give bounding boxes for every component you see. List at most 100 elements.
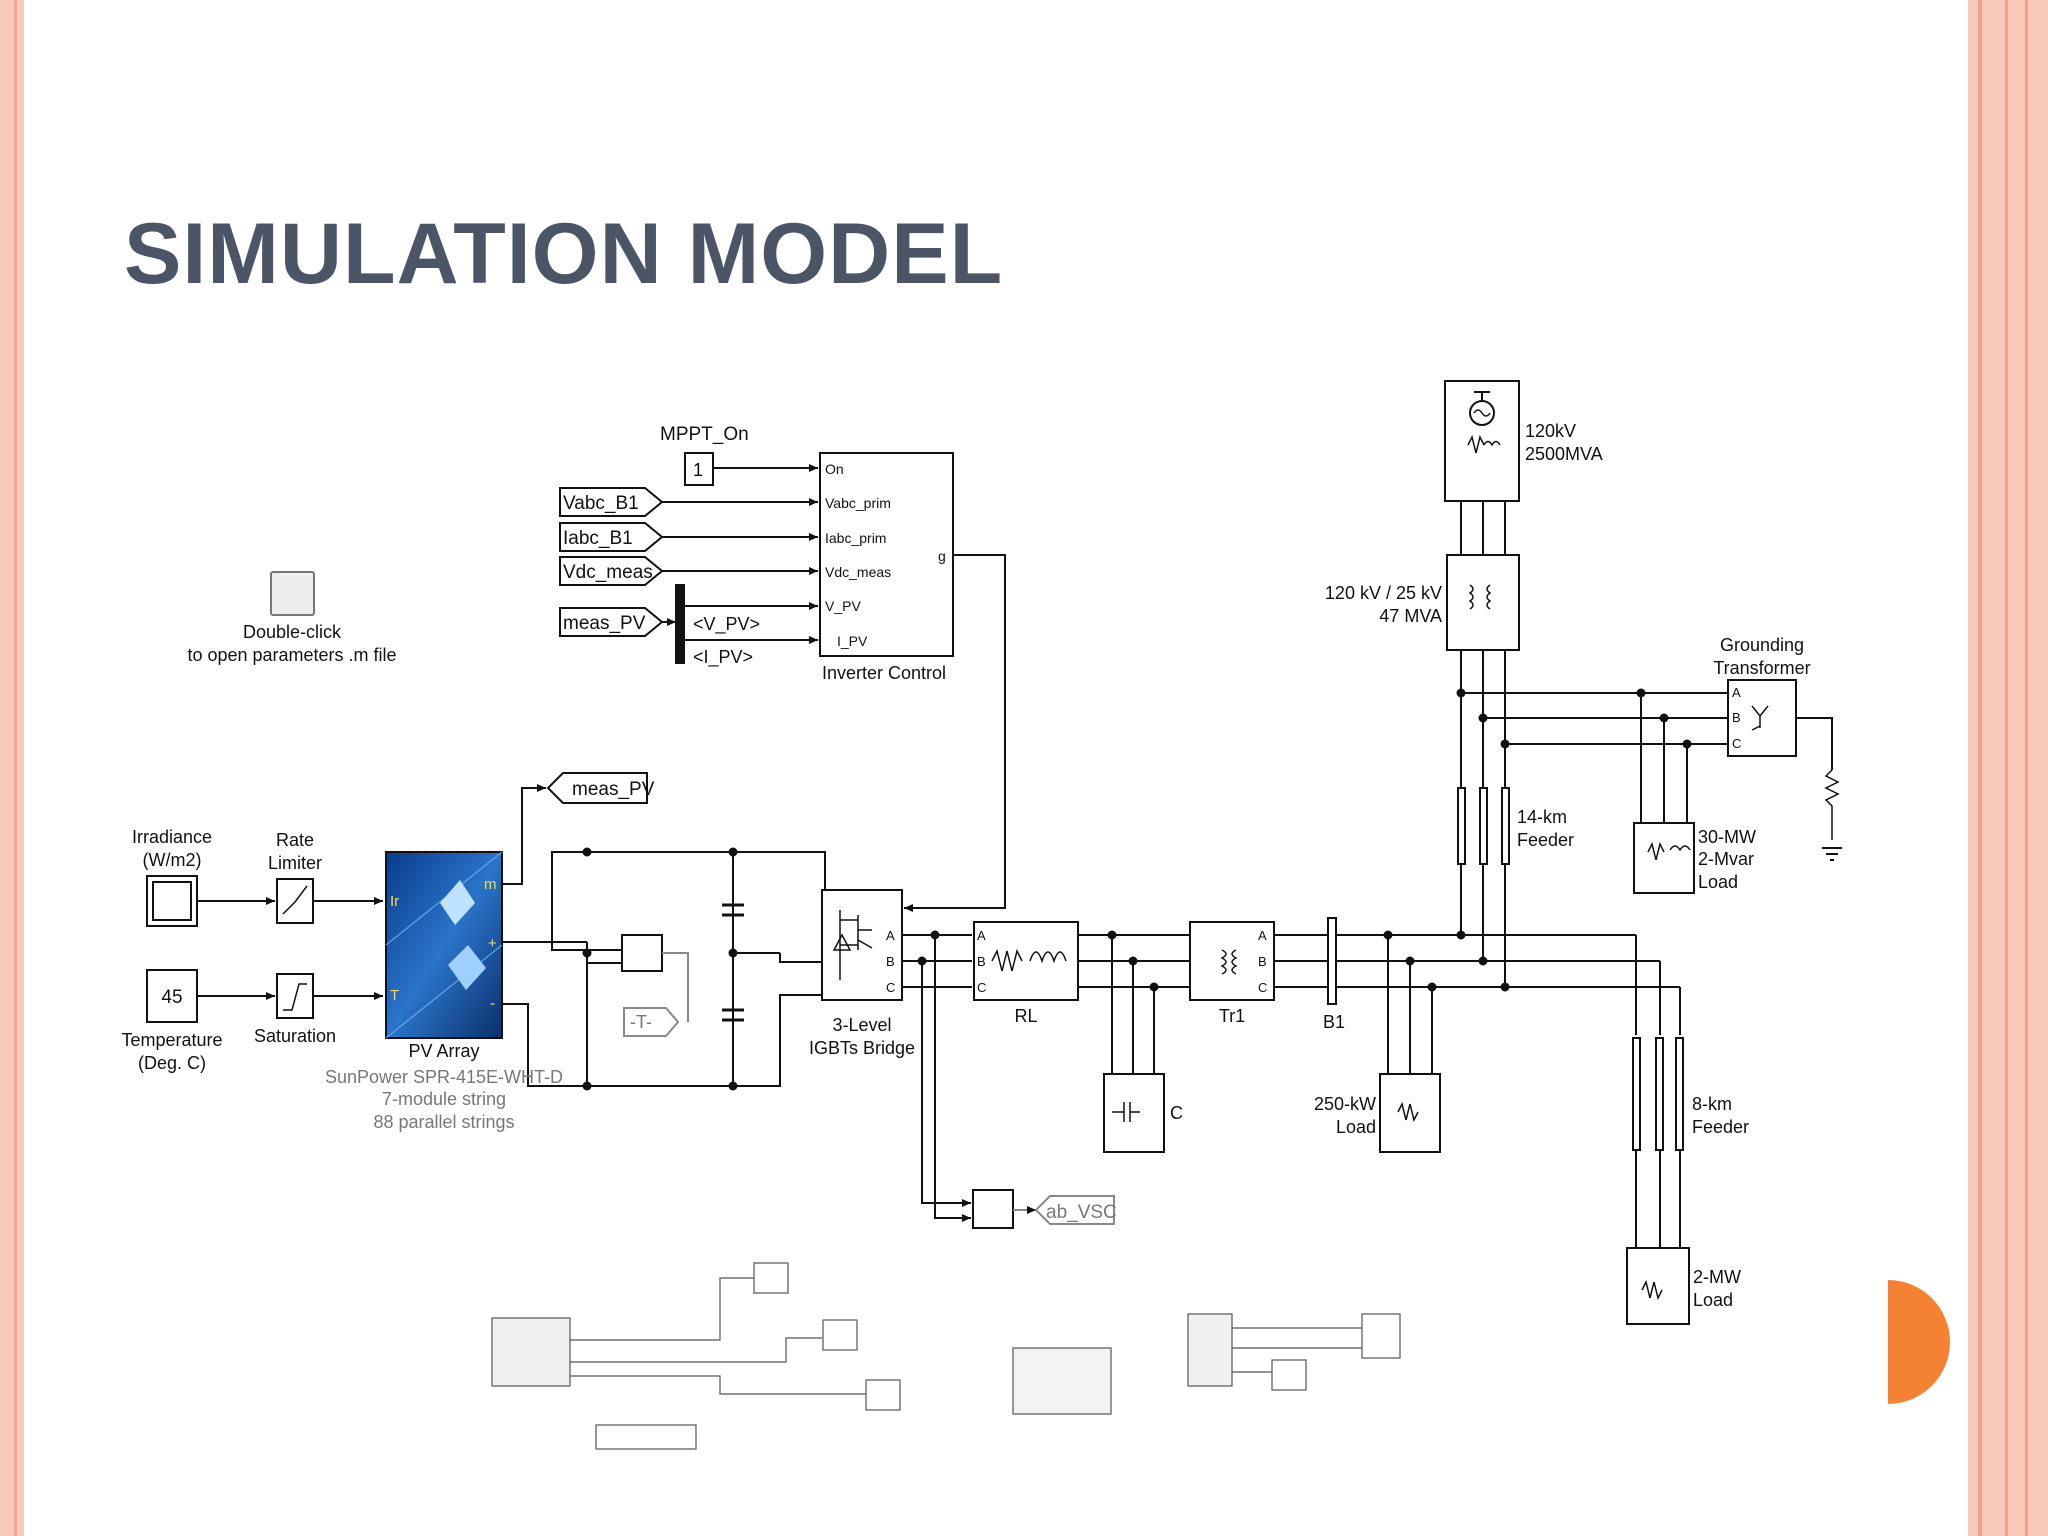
tr1-port-a: A bbox=[1258, 928, 1267, 943]
inverter-port-vpv: V_PV bbox=[825, 598, 861, 614]
irradiance-block[interactable] bbox=[146, 875, 198, 927]
slide-border-right-line bbox=[1978, 0, 1982, 1536]
igbt-label-1: 3-Level bbox=[832, 1015, 891, 1035]
temperature-block[interactable] bbox=[146, 969, 198, 1023]
voltage-scope[interactable] bbox=[753, 1262, 789, 1294]
pq-scope[interactable] bbox=[1271, 1359, 1307, 1391]
inverter-port-vdc: Vdc_meas bbox=[825, 564, 891, 580]
b1-label: B1 bbox=[1323, 1012, 1345, 1032]
vsc-goto-label: ab_VSC bbox=[1046, 1202, 1117, 1223]
igbt-bridge-block[interactable] bbox=[821, 889, 903, 1001]
meas-pv-goto-label: meas_PV bbox=[572, 779, 655, 800]
load-30mw-block[interactable] bbox=[1633, 822, 1695, 894]
iabc-tag[interactable] bbox=[559, 522, 664, 552]
igbt-label-2: IGBTs Bridge bbox=[809, 1038, 915, 1058]
feeder-14km-line[interactable] bbox=[1479, 787, 1488, 865]
feeder-8km-line[interactable] bbox=[1632, 1037, 1641, 1151]
vab-scope[interactable] bbox=[1361, 1313, 1401, 1359]
vdc-tag-label: Vdc_meas bbox=[563, 562, 653, 583]
rl-port-b: B bbox=[977, 954, 986, 969]
inverter-port-iabc: Iabc_prim bbox=[825, 530, 886, 546]
rl-port-a: A bbox=[977, 928, 986, 943]
double-click-scope-block[interactable] bbox=[1012, 1347, 1112, 1415]
load-250kw-block[interactable] bbox=[1379, 1073, 1441, 1153]
bus-selector[interactable] bbox=[675, 584, 685, 664]
feeder-8km-label-1: 8-km bbox=[1692, 1094, 1732, 1114]
tr1-port-c: C bbox=[1258, 980, 1267, 995]
pv-port-minus: - bbox=[490, 995, 495, 1012]
v-pv-scope[interactable] bbox=[822, 1319, 858, 1351]
feeder-14km-line[interactable] bbox=[1501, 787, 1510, 865]
meas-block[interactable] bbox=[1187, 1313, 1233, 1387]
pv-array-strings: 88 parallel strings bbox=[373, 1112, 514, 1132]
feeder-14km-label-2: Feeder bbox=[1517, 830, 1574, 850]
rl-block[interactable] bbox=[973, 921, 1079, 1001]
grounding-transformer-block[interactable] bbox=[1727, 679, 1797, 757]
vabc-tag[interactable] bbox=[559, 487, 664, 517]
meas-pv-from-tag[interactable] bbox=[559, 607, 664, 637]
pv-port-t: T bbox=[390, 987, 399, 1004]
load-250kw-label-1: 250-kW bbox=[1314, 1094, 1376, 1114]
inverter-control-block[interactable] bbox=[819, 452, 954, 657]
parameters-button[interactable] bbox=[270, 571, 315, 616]
vdc-tag[interactable] bbox=[559, 556, 664, 586]
mppt-value: 1 bbox=[693, 460, 703, 480]
load-30mw-label-1: 30-MW bbox=[1698, 827, 1756, 847]
rl-port-c: C bbox=[977, 980, 986, 995]
mppt-constant-block[interactable] bbox=[684, 452, 714, 486]
pv-array-label: PV Array bbox=[408, 1041, 479, 1061]
dc-voltage-sensor[interactable] bbox=[621, 934, 663, 972]
iabc-tag-label: Iabc_B1 bbox=[563, 528, 633, 549]
feeder-8km-line[interactable] bbox=[1675, 1037, 1684, 1151]
source-label-2: 2500MVA bbox=[1525, 444, 1603, 464]
feeder-14km-line[interactable] bbox=[1457, 787, 1466, 865]
source-label-1: 120kV bbox=[1525, 421, 1576, 441]
pv-measurement-block[interactable] bbox=[491, 1317, 571, 1387]
grounding-label-2: Transformer bbox=[1713, 658, 1810, 678]
parameters-caption-2: to open parameters .m file bbox=[187, 645, 396, 665]
rate-limiter-label-2: Limiter bbox=[268, 853, 322, 873]
bus-i-pv-label: <I_PV> bbox=[693, 647, 753, 668]
temperature-value: 45 bbox=[161, 987, 182, 1008]
xfmr-label-2: 47 MVA bbox=[1379, 606, 1442, 626]
t-goto-tag[interactable] bbox=[623, 1007, 680, 1037]
p-pv-scope[interactable] bbox=[865, 1379, 901, 1411]
igbt-port-a: A bbox=[886, 928, 895, 943]
grounding-label-1: Grounding bbox=[1720, 635, 1804, 655]
feeder-14km-label-1: 14-km bbox=[1517, 807, 1567, 827]
load-2mw-label-2: Load bbox=[1693, 1290, 1733, 1310]
b1-bus[interactable] bbox=[1327, 917, 1337, 1005]
bus-v-pv-label: <V_PV> bbox=[693, 614, 760, 635]
powergui-block[interactable] bbox=[595, 1424, 697, 1450]
tr1-label: Tr1 bbox=[1219, 1006, 1245, 1026]
igbt-port-b: B bbox=[886, 954, 895, 969]
vsc-goto-tag[interactable] bbox=[1034, 1195, 1115, 1225]
saturation-label: Saturation bbox=[254, 1026, 336, 1046]
gt-port-b: B bbox=[1732, 710, 1741, 725]
capacitor-c-block[interactable] bbox=[1103, 1073, 1165, 1153]
slide-border-right-line bbox=[2005, 0, 2008, 1536]
substation-transformer-block[interactable] bbox=[1446, 554, 1520, 651]
igbt-port-c: C bbox=[886, 980, 895, 995]
ac-voltage-sensor[interactable] bbox=[972, 1189, 1014, 1229]
pv-array-modules: 7-module string bbox=[382, 1089, 506, 1109]
meas-pv-goto-tag[interactable] bbox=[546, 772, 648, 804]
feeder-8km-line[interactable] bbox=[1655, 1037, 1664, 1151]
load-30mw-label-2: 2-Mvar bbox=[1698, 849, 1754, 869]
feeder-8km-label-2: Feeder bbox=[1692, 1117, 1749, 1137]
vabc-tag-label: Vabc_B1 bbox=[563, 493, 639, 514]
pv-array-block[interactable] bbox=[385, 851, 503, 1039]
pv-array-model: SunPower SPR-415E-WHT-D bbox=[325, 1067, 563, 1087]
rl-label: RL bbox=[1014, 1006, 1037, 1026]
load-30mw-label-3: Load bbox=[1698, 872, 1738, 892]
rate-limiter-label-1: Rate bbox=[276, 830, 314, 850]
inverter-out-g: g bbox=[938, 548, 946, 564]
slide-title: SIMULATION MODEL bbox=[124, 206, 1004, 302]
gt-port-c: C bbox=[1732, 736, 1741, 751]
t-goto-label: -T- bbox=[630, 1012, 652, 1032]
pv-port-ir: Ir bbox=[390, 893, 399, 910]
load-2mw-label-1: 2-MW bbox=[1693, 1267, 1741, 1287]
mppt-label: MPPT_On bbox=[660, 424, 749, 445]
load-2mw-block[interactable] bbox=[1626, 1247, 1690, 1325]
